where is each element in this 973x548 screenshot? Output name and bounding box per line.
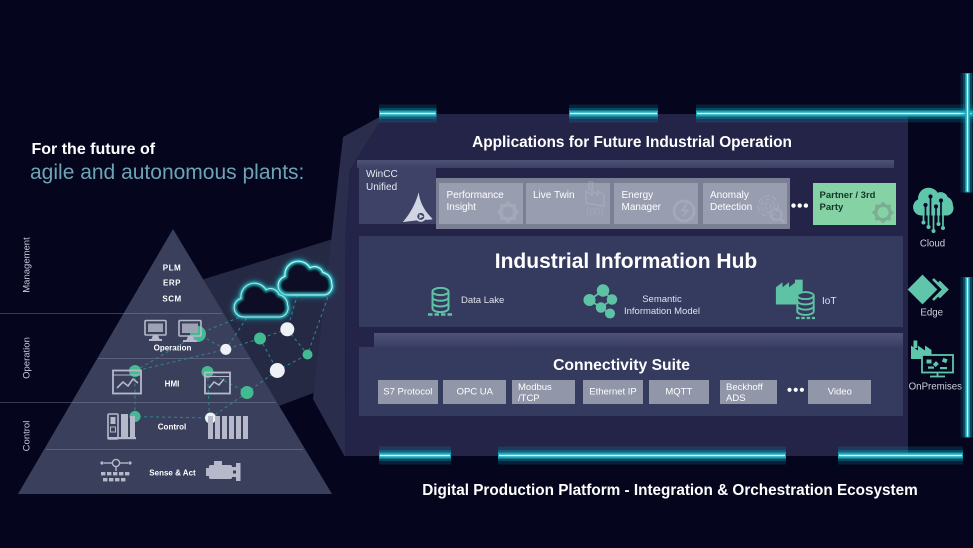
svg-text:{00}: {00}	[586, 207, 604, 218]
